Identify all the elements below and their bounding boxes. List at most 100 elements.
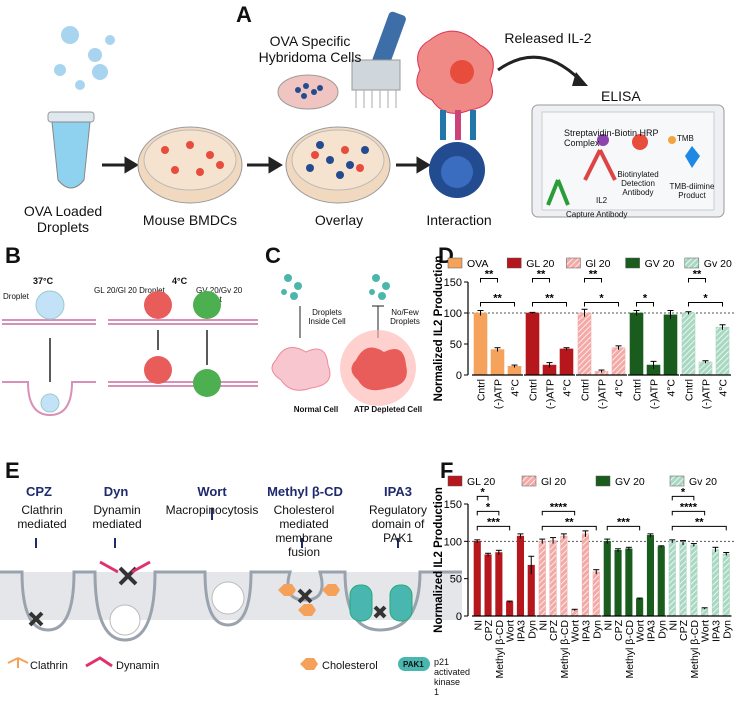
inhibitor-name-3: Methyl β-CD [267,484,343,499]
bar [625,548,633,617]
x-tick-label: 4°C [614,379,626,397]
significance-bracket [671,525,727,531]
significance-label: ** [537,268,546,280]
bar [636,598,644,617]
panel-c-letter: C [265,243,281,268]
step-label-3: Interaction [426,212,492,228]
x-tick-label: (-)ATP [701,379,713,409]
panel-e-letter: E [5,458,20,483]
legend-cholesterol: Cholesterol [322,660,378,672]
significance-bracket [476,510,500,516]
y-axis-label: Normalized IL2 Production [433,256,445,402]
legend-clathrin: Clathrin [30,660,68,672]
x-tick-label: Dyn [526,620,538,639]
bar [701,608,709,617]
significance-label: ** [589,268,598,280]
bar [681,312,696,376]
inhibitor-name-4: IPA3 [384,484,412,499]
tube-icon [47,111,95,189]
y-tick-label: 100 [444,308,462,320]
bar [581,533,589,617]
droplets-inside-label: Droplets Inside Cell [308,308,346,326]
bar [525,312,540,376]
significance-label: *** [617,516,631,528]
elisa-label: ELISA [601,88,641,104]
bar [668,541,676,617]
x-tick-label: (-)ATP [649,379,661,409]
legend-pak1: PAK1 [403,660,424,669]
bar [711,549,720,617]
significance-label: ** [695,516,704,528]
legend-pak1-desc: p21 activated kinase 1 [434,657,471,697]
significance-label: *** [487,516,501,528]
x-tick-label: NI [537,620,549,631]
inhibitor-desc-1: Dynamin mediated [92,503,142,531]
bar [690,544,698,617]
x-tick-label: CPZ [678,619,690,641]
nofew-droplets-label: No/Few Droplets [390,308,420,326]
bar [560,535,568,617]
interaction-cells-icon [416,30,494,198]
inhibitor-desc-2: Macropinocytosis [165,503,259,517]
bar [646,535,654,617]
bar [611,347,626,376]
x-tick-label: Wort [570,620,582,642]
panel-b-letter: B [5,243,21,268]
x-tick-label: Methyl β-CD [559,620,571,679]
bar [679,542,687,617]
legend-label: GV 20 [645,258,675,270]
bar [516,535,524,617]
significance-bracket [688,277,706,283]
x-tick-label: Dyn [721,620,733,639]
gl-droplet-label: GL 20/Gl 20 Droplet [94,286,165,295]
bmdc-dish-icon [137,126,243,204]
legend-swatch [447,257,463,269]
step-label-0: OVA Loaded Droplets [23,203,103,235]
legend-swatch [669,475,685,487]
bar [495,552,503,617]
temp-37-label: 37°C [33,276,54,286]
bar [549,540,557,617]
inhibitor-desc-0: Clathrin mediated [17,503,67,531]
elisa-product-label: TMB-diimine Product [669,182,715,200]
legend-swatch [684,257,700,269]
elisa-well-icon [531,104,725,218]
legend-label: GL 20 [526,258,554,270]
panel-a-letter: A [236,2,252,27]
normal-cell-label: Normal Cell [293,405,339,414]
x-tick-label: (-)ATP [545,379,557,409]
significance-bracket [541,510,576,516]
significance-bracket [541,525,597,531]
inhibitor-desc-4: Regulatory domain of PAK1 [368,503,428,545]
overlay-dish-icon [285,126,391,204]
panel-a-illustration [47,11,725,218]
legend-label: GL 20 [467,476,495,488]
step-label-1: Mouse BMDCs [142,212,238,228]
significance-label: ** [485,268,494,280]
x-tick-label: Cntrl [580,379,592,401]
elisa-biotin-label: Biotinylated Detection Antibody [617,170,659,197]
legend-label: Gl 20 [541,476,566,488]
x-tick-label: 4°C [666,379,678,397]
significance-label: * [643,292,648,304]
panel-c-illustration [271,274,416,406]
floating-droplets [54,26,115,90]
x-tick-label: Wort [635,620,647,642]
x-tick-label: CPZ [483,619,495,641]
bar [698,361,713,376]
significance-label: * [599,292,604,304]
legend-label: GV 20 [615,476,645,488]
ova-specific-label: OVA Specific Hybridoma Cells [258,33,362,65]
legend-label: OVA [467,258,488,270]
legend-swatch [506,257,522,269]
x-tick-label: (-)ATP [597,379,609,409]
significance-bracket [636,301,654,307]
released-il2-label: Released IL-2 [504,30,592,46]
significance-label: ** [545,292,554,304]
y-tick-label: 100 [444,536,462,548]
x-tick-label: Cntrl [528,379,540,401]
bar [715,326,730,376]
significance-label: ** [493,292,502,304]
